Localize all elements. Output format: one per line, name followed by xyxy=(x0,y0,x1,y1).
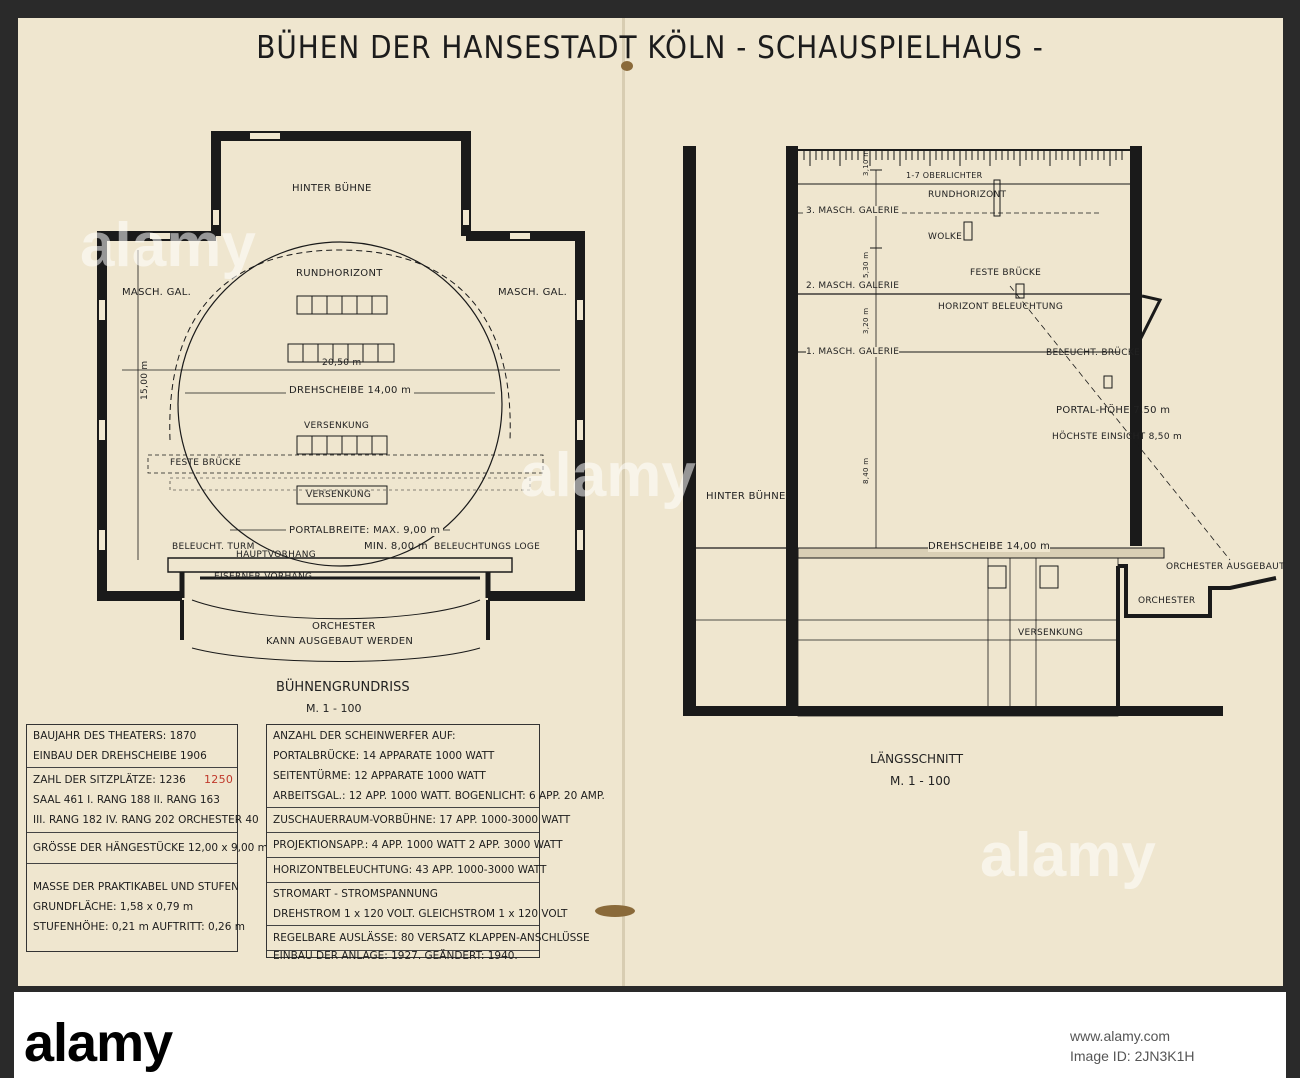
label-rundhorizont: RUNDHORIZONT xyxy=(296,268,383,279)
table-cell-text: BAUJAHR DES THEATERS: 1870 xyxy=(33,730,197,742)
label-dim-2050: 20,50 m xyxy=(322,358,362,368)
table-row: GRÖSSE DER HÄNGESTÜCKE 12,00 x 9,00 m xyxy=(27,833,268,864)
alamy-logo: alamy xyxy=(24,1013,173,1073)
label-height-3: 3,20 m xyxy=(862,307,870,334)
label-section-versenkung: VERSENKUNG xyxy=(1018,628,1084,638)
table-row: MASSE DER PRAKTIKABEL UND STUFEN GRUNDFLÄ… xyxy=(27,864,245,950)
label-oberlichter: 1-7 OBERLICHTER xyxy=(906,171,983,180)
table-cell-text: ZUSCHAUERRAUM-VORBÜHNE: 17 APP. 1000-300… xyxy=(273,814,571,826)
watermark: alamy xyxy=(80,211,256,280)
label-height-2: 5,30 m xyxy=(862,251,870,278)
label-drehscheibe: DREHSCHEIBE 14,00 m xyxy=(286,385,415,396)
label-hinterbuehne: HINTER BÜHNE xyxy=(292,183,372,194)
sheet-title: BÜHEN DER HANSESTADT KÖLN - SCHAUSPIELHA… xyxy=(256,30,1044,66)
label-portalbreite: PORTALBREITE: MAX. 9,00 m xyxy=(286,525,444,536)
label-portal-hoehe: PORTAL-HÖHE 7,50 m xyxy=(1056,405,1171,416)
floor-plan xyxy=(97,131,585,662)
label-dim-1500: 15,00 m xyxy=(140,360,150,401)
label-section-drehscheibe: DREHSCHEIBE 14,00 m xyxy=(928,541,1051,552)
section-drawing xyxy=(683,146,1277,717)
label-section-orchester: ORCHESTER xyxy=(1138,596,1196,606)
table-row: HORIZONTBELEUCHTUNG: 43 APP. 1000-3000 W… xyxy=(267,858,547,883)
label-maschgal-right: MASCH. GAL. xyxy=(498,287,568,298)
label-height-4: 8,40 m xyxy=(862,457,870,484)
watermark: alamy xyxy=(980,821,1156,890)
label-versenkung-1: VERSENKUNG xyxy=(304,421,370,431)
table-cell-text: STUFENHÖHE: 0,21 m AUFTRITT: 0,26 m xyxy=(33,921,245,933)
image-id: Image ID: 2JN3K1H xyxy=(1070,1048,1195,1064)
table-cell-text: ZAHL DER SITZPLÄTZE: 1236 xyxy=(33,774,186,786)
label-section-hinterbuehne: HINTER BÜHNE xyxy=(706,491,786,502)
table-row: ZUSCHAUERRAUM-VORBÜHNE: 17 APP. 1000-300… xyxy=(267,808,571,833)
section-caption: LÄNGSSCHNITT xyxy=(870,752,964,766)
table-cell-text: DREHSTROM 1 x 120 VOLT. GLEICHSTROM 1 x … xyxy=(273,908,568,920)
footer-bar xyxy=(14,992,1286,1078)
label-gal2: 2. MASCH. GALERIE xyxy=(806,281,900,291)
handwritten-correction: 1250 xyxy=(204,773,234,786)
wax-seal-mark xyxy=(595,61,635,917)
table-row: STROMART - STROMSPANNUNG DREHSTROM 1 x 12… xyxy=(267,883,568,926)
label-section-feste: FESTE BRÜCKE xyxy=(970,268,1042,278)
label-beleucht-turm: BELEUCHT. TURM xyxy=(172,542,255,552)
table-row: ANZAHL DER SCHEINWERFER AUF: PORTALBRÜCKE… xyxy=(267,725,605,808)
plan-caption: BÜHNENGRUNDRISS xyxy=(276,680,410,695)
drawing-sheet xyxy=(18,18,1283,986)
lighting-data-table: ANZAHL DER SCHEINWERFER AUF: PORTALBRÜCKE… xyxy=(266,724,605,962)
table-cell-text: REGELBARE AUSLÄSSE: 80 VERSATZ KLAPPEN-A… xyxy=(273,932,590,944)
label-orchester-ausgebaut: ORCHESTER AUSGEBAUT xyxy=(1166,562,1285,572)
table-cell-text: PROJEKTIONSAPP.: 4 APP. 1000 WATT 2 APP.… xyxy=(273,839,563,851)
table-cell-text: III. RANG 182 IV. RANG 202 ORCHESTER 40 xyxy=(33,814,259,826)
label-height-1: 3,10 m xyxy=(862,149,870,176)
table-cell-text: GRÖSSE DER HÄNGESTÜCKE 12,00 x 9,00 m xyxy=(33,842,268,854)
table-cell-text: GRUNDFLÄCHE: 1,58 x 0,79 m xyxy=(33,901,194,913)
table-cell-text: SEITENTÜRME: 12 APPARATE 1000 WATT xyxy=(273,770,486,782)
label-gal3: 3. MASCH. GALERIE xyxy=(806,206,900,216)
label-portal-min: MIN. 8,00 m xyxy=(364,541,428,552)
label-wolke: WOLKE xyxy=(928,232,963,242)
table-cell-text: EINBAU DER ANLAGE: 1927. GEÄNDERT: 1940. xyxy=(273,950,518,962)
label-feste-bruecke: FESTE BRÜCKE xyxy=(170,458,242,468)
label-beleucht-bruecke: BELEUCHT. BRÜCKE xyxy=(1046,348,1141,358)
section-scale: M. 1 - 100 xyxy=(890,774,951,788)
label-kann-ausgebaut: KANN AUSGEBAUT WERDEN xyxy=(266,636,414,647)
table-cell-text: STROMART - STROMSPANNUNG xyxy=(273,888,438,900)
table-row: REGELBARE AUSLÄSSE: 80 VERSATZ KLAPPEN-A… xyxy=(267,926,590,951)
plan-scale: M. 1 - 100 xyxy=(306,702,362,715)
table-row: PROJEKTIONSAPP.: 4 APP. 1000 WATT 2 APP.… xyxy=(267,833,563,858)
label-orchester: ORCHESTER xyxy=(312,621,376,632)
source-url: www.alamy.com xyxy=(1070,1028,1171,1044)
label-section-rundhorizont: RUNDHORIZONT xyxy=(928,190,1007,200)
label-hoechste-einsicht: HÖCHSTE EINSICHT 8,50 m xyxy=(1052,432,1183,442)
label-gal1: 1. MASCH. GALERIE xyxy=(806,347,900,357)
label-hauptvorhang: HAUPTVORHANG xyxy=(236,550,317,560)
table-cell-text: EINBAU DER DREHSCHEIBE 1906 xyxy=(33,750,207,762)
table-cell-text: MASSE DER PRAKTIKABEL UND STUFEN xyxy=(33,881,240,893)
watermark: alamy xyxy=(520,441,696,510)
label-horizont-beleuchtung: HORIZONT BELEUCHTUNG xyxy=(938,302,1064,312)
table-cell-text: PORTALBRÜCKE: 14 APPARATE 1000 WATT xyxy=(273,750,495,762)
fold-seam xyxy=(622,18,625,986)
label-beleuchtungs-loge: BELEUCHTUNGS LOGE xyxy=(434,542,541,552)
label-versenkung-2: VERSENKUNG xyxy=(306,490,372,500)
table-row: EINBAU DER ANLAGE: 1927. GEÄNDERT: 1940. xyxy=(267,950,539,962)
table-cell-text: ARBEITSGAL.: 12 APP. 1000 WATT. BOGENLIC… xyxy=(273,790,605,802)
label-eiserner-vorhang: EISERNER VORHANG xyxy=(214,572,313,582)
table-cell-text: SAAL 461 I. RANG 188 II. RANG 163 xyxy=(33,794,220,806)
table-cell-text: ANZAHL DER SCHEINWERFER AUF: xyxy=(273,730,456,742)
table-cell-text: HORIZONTBELEUCHTUNG: 43 APP. 1000-3000 W… xyxy=(273,864,547,876)
label-maschgal-left: MASCH. GAL. xyxy=(122,287,192,298)
